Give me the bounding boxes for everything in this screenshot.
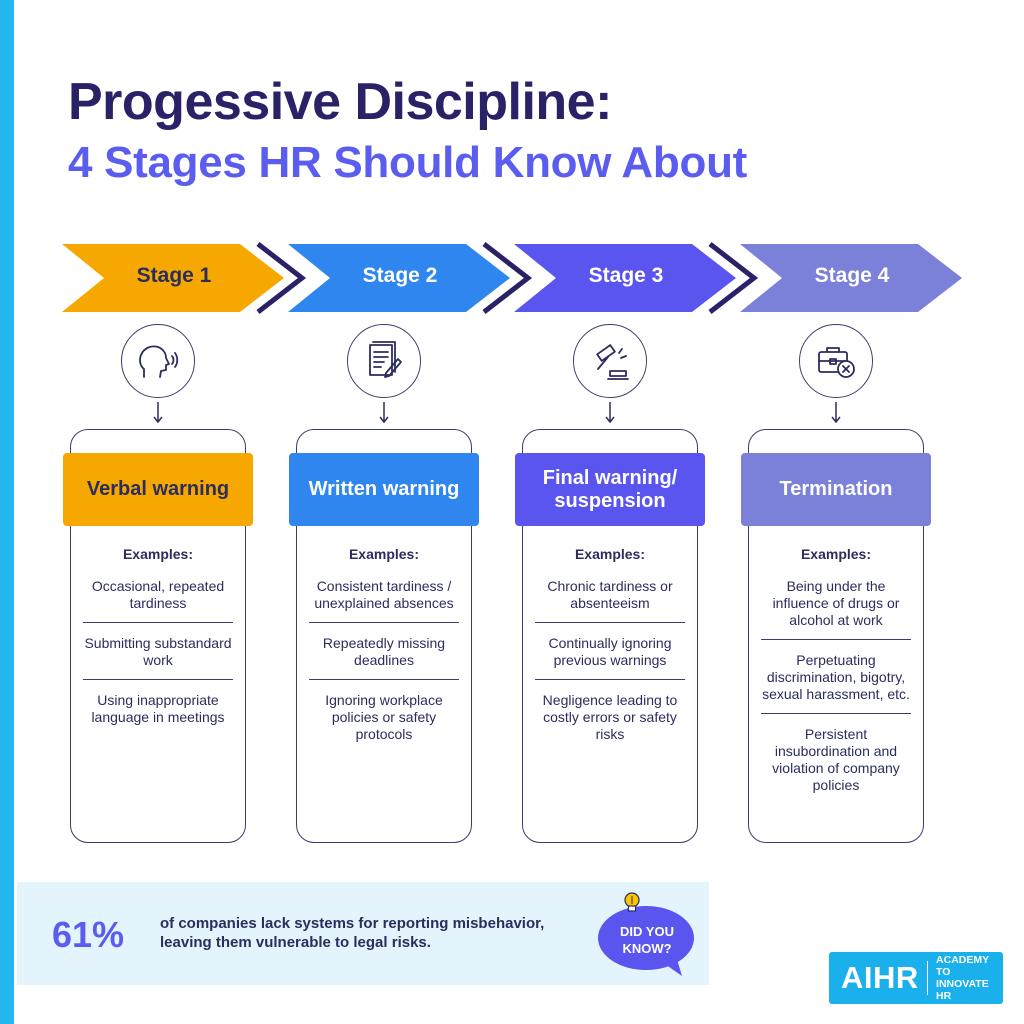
stage-1-examples: Examples: Occasional, repeated tardiness… <box>83 546 233 736</box>
stat-number: 61% <box>52 914 125 955</box>
example-item: Using inappropriate language in meetings <box>83 679 233 736</box>
examples-label: Examples: <box>800 546 872 562</box>
stage-3-label: Stage 3 <box>588 264 664 287</box>
stat-box <box>17 882 709 985</box>
example-item: Negligence leading to costly errors or s… <box>535 679 685 753</box>
example-item: Being under the influence of drugs or al… <box>772 578 900 628</box>
logo-sub-text: ACADEMY TO INNOVATE HR <box>936 954 989 1002</box>
aihr-logo: AIHR ACADEMY TO INNOVATE HR <box>829 952 1003 1004</box>
example-item: Occasional, repeated tardiness <box>91 578 225 611</box>
stage-2-examples: Examples: Consistent tardiness / unexpla… <box>309 546 459 753</box>
left-accent-bar <box>0 0 14 1024</box>
example-item: Ignoring workplace policies or safety pr… <box>309 679 459 753</box>
stage-4-examples: Examples: Being under the influence of d… <box>761 546 911 804</box>
stage-2-heading: Written warning <box>289 453 479 526</box>
gavel-icon <box>573 324 647 398</box>
stage-2-label: Stage 2 <box>362 264 438 287</box>
examples-label: Examples: <box>122 546 194 562</box>
stage-4-arrow <box>740 244 962 312</box>
did-you-know-label: DID YOU KNOW? <box>620 924 674 956</box>
briefcase-x-icon <box>799 324 873 398</box>
example-item: Consistent tardiness / unexplained absen… <box>314 578 454 611</box>
lightbulb-icon <box>624 892 640 912</box>
did-you-know-bubble <box>598 906 694 976</box>
page-subtitle: 4 Stages HR Should Know About <box>68 138 747 187</box>
example-item: Persistent insubordination and violation… <box>761 713 911 804</box>
page-title: Progessive Discipline: <box>68 73 612 131</box>
stage-arrows <box>62 242 962 314</box>
stage-1-arrow <box>62 244 284 312</box>
speaking-head-icon <box>121 324 195 398</box>
stage-1-heading: Verbal warning <box>63 453 253 526</box>
example-item: Perpetuating discrimination, bigotry, se… <box>761 639 911 713</box>
stage-3-heading: Final warning/ suspension <box>515 453 705 526</box>
example-item: Repeatedly missing deadlines <box>309 622 459 679</box>
example-item: Chronic tardiness or absenteeism <box>547 578 673 611</box>
examples-label: Examples: <box>574 546 646 562</box>
stage-4-heading: Termination <box>741 453 931 526</box>
stage-2-down-arrow <box>379 402 389 424</box>
stage-2-chevron <box>482 242 533 314</box>
stage-3-examples: Examples: Chronic tardiness or absenteei… <box>535 546 685 753</box>
example-item: Submitting substandard work <box>83 622 233 679</box>
logo-divider <box>926 961 929 995</box>
stage-1-down-arrow <box>153 402 163 424</box>
examples-label: Examples: <box>348 546 420 562</box>
stage-1-label: Stage 1 <box>136 264 212 287</box>
example-item: Continually ignoring previous warnings <box>535 622 685 679</box>
stage-4-label: Stage 4 <box>814 264 890 287</box>
stat-text: of companies lack systems for reporting … <box>160 915 545 951</box>
stage-4-down-arrow <box>831 402 841 424</box>
stage-2-arrow <box>288 244 510 312</box>
stage-1-chevron <box>256 242 307 314</box>
stage-3-arrow <box>514 244 736 312</box>
document-pen-icon <box>347 324 421 398</box>
logo-main-text: AIHR <box>841 960 919 995</box>
stage-3-down-arrow <box>605 402 615 424</box>
stage-3-chevron <box>708 242 759 314</box>
